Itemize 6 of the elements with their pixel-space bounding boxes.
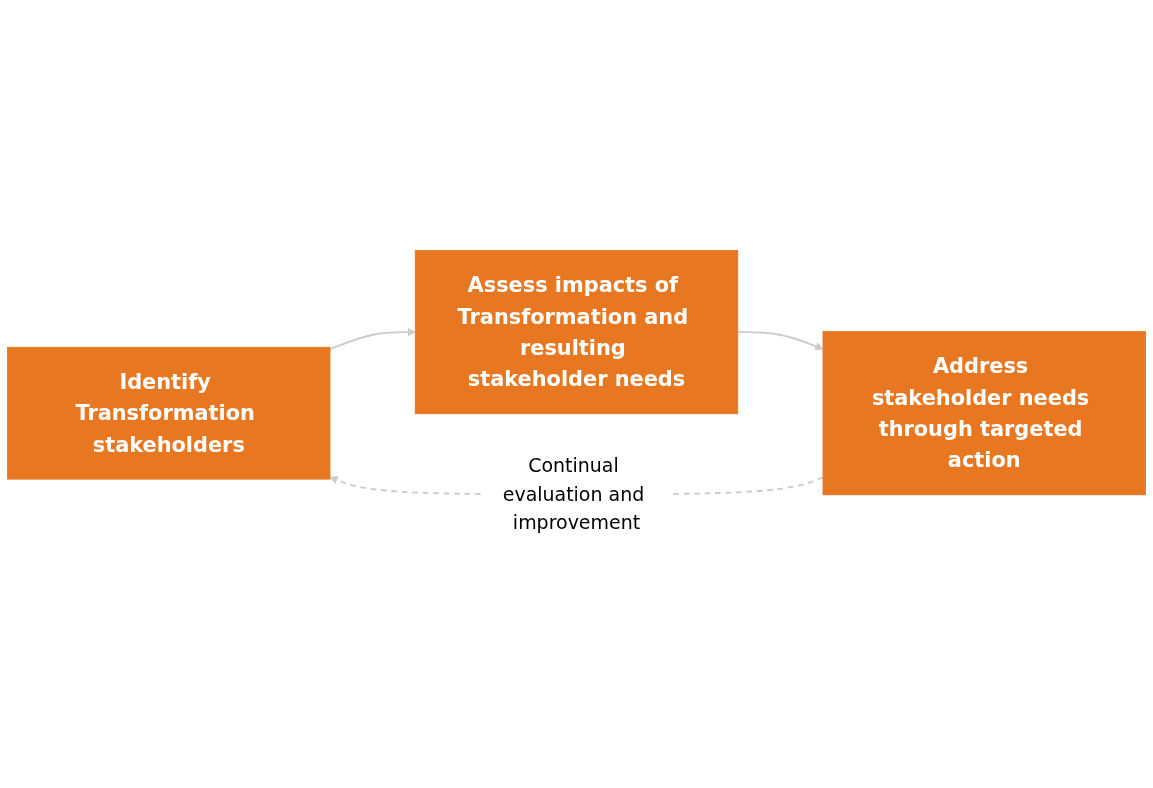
node-box: Address stakeholder needs through targeted action xyxy=(822,331,1146,496)
node-box: Identify Transformation stakeholders xyxy=(7,347,331,480)
arrow xyxy=(329,328,416,351)
node-box: Assess impacts of Transformation and resulting stakeholder needs xyxy=(414,250,739,415)
arrow xyxy=(736,331,824,351)
edge-label: Continual evaluation and improvement xyxy=(502,454,645,535)
